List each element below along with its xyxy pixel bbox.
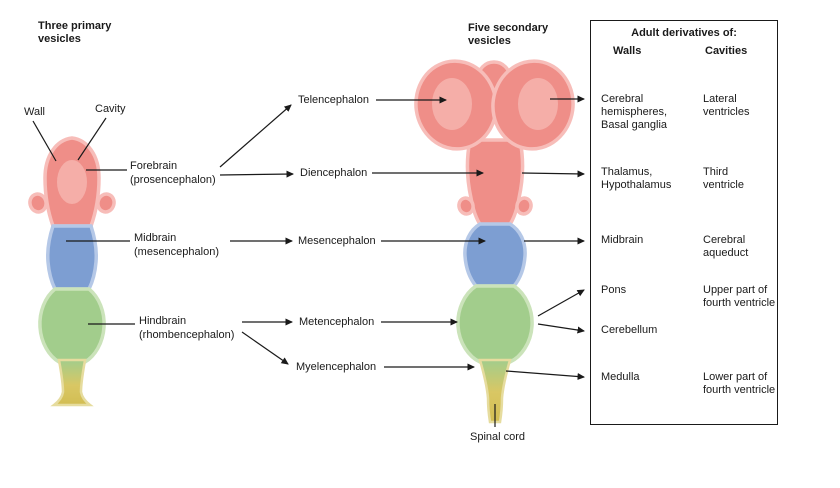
midbrain-label: Midbrain (134, 232, 177, 244)
arrow-hindbrain-myelencephalon (241, 331, 289, 365)
primary-vesicles-title: Three primary vesicles (38, 20, 112, 45)
walls-cell-pons: Pons (601, 284, 627, 296)
cavity-pointer-line (77, 117, 107, 161)
hindbrain-shape (38, 287, 106, 364)
cavities-cell-upper-fourth-ventricle: Upper part of fourth ventricle (703, 284, 776, 309)
cavities-cell-cerebral-aqueduct: Cerebral aqueduct (703, 234, 749, 259)
walls-column-header: Walls (613, 45, 642, 57)
walls-cell-medulla: Medulla (601, 371, 640, 383)
primary-spinal-tail-shape (50, 358, 94, 407)
primary-vesicle-shape (28, 136, 116, 407)
cavities-cell-third-ventricle: Third ventricle (703, 166, 744, 191)
cavity-label: Cavity (95, 103, 126, 115)
arrow-diencephalon-table (521, 170, 585, 178)
mesencephalon-label: Mesencephalon (298, 235, 376, 247)
myelencephalon-label: Myelencephalon (296, 361, 377, 373)
table-title: Adult derivatives of: (631, 27, 737, 39)
telencephalon-left-highlight (432, 78, 472, 130)
secondary-vesicle-shape (414, 59, 575, 424)
secondary-vesicles-title: Five secondary vesicles (468, 22, 549, 47)
diencephalon-shape (465, 138, 525, 228)
arrow-metencephalon-cerebellum (537, 323, 585, 334)
spinal-cord-label: Spinal cord (470, 431, 526, 443)
cavities-cell-lower-fourth-ventricle: Lower part of fourth ventricle (703, 371, 776, 396)
arrow-forebrain-telencephalon (219, 104, 292, 168)
connector-arrows (219, 95, 585, 380)
walls-cell-midbrain: Midbrain (601, 234, 644, 246)
forebrain-sublabel: (prosencephalon) (130, 174, 216, 186)
metencephalon-shape (456, 284, 534, 364)
midbrain-shape (46, 224, 98, 291)
diencephalon-bump-left (457, 196, 475, 216)
walls-cell-thalamus: Thalamus, Hypothalamus (601, 166, 672, 191)
walls-cell-cerebral-hemispheres: Cerebral hemispheres, Basal ganglia (601, 93, 668, 131)
forebrain-label: Forebrain (130, 160, 178, 172)
adult-derivatives-table: Adult derivatives of: Walls Cavities Cer… (590, 20, 778, 425)
wall-pointer-line (32, 120, 57, 162)
hindbrain-sublabel: (rhombencephalon) (139, 329, 235, 341)
hindbrain-label: Hindbrain (139, 315, 187, 327)
telencephalon-right-highlight (518, 78, 558, 130)
pointer-lines (32, 117, 496, 427)
diencephalon-label: Diencephalon (300, 167, 368, 179)
cavities-column-header: Cavities (705, 45, 748, 57)
arrow-forebrain-diencephalon (219, 170, 294, 178)
wall-label: Wall (24, 106, 45, 118)
forebrain-cavity-highlight (57, 160, 87, 204)
walls-cell-cerebellum: Cerebellum (601, 324, 658, 336)
telencephalon-label: Telencephalon (298, 94, 369, 106)
metencephalon-label: Metencephalon (299, 316, 375, 328)
arrow-myelencephalon-medulla (505, 370, 585, 380)
cavities-cell-lateral-ventricles: Lateral ventricles (703, 93, 750, 118)
mesencephalon-shape (463, 222, 527, 288)
arrow-metencephalon-pons (537, 289, 585, 317)
midbrain-sublabel: (mesencephalon) (134, 246, 219, 258)
myelencephalon-shape (478, 358, 512, 424)
diencephalon-bump-right (515, 196, 533, 216)
